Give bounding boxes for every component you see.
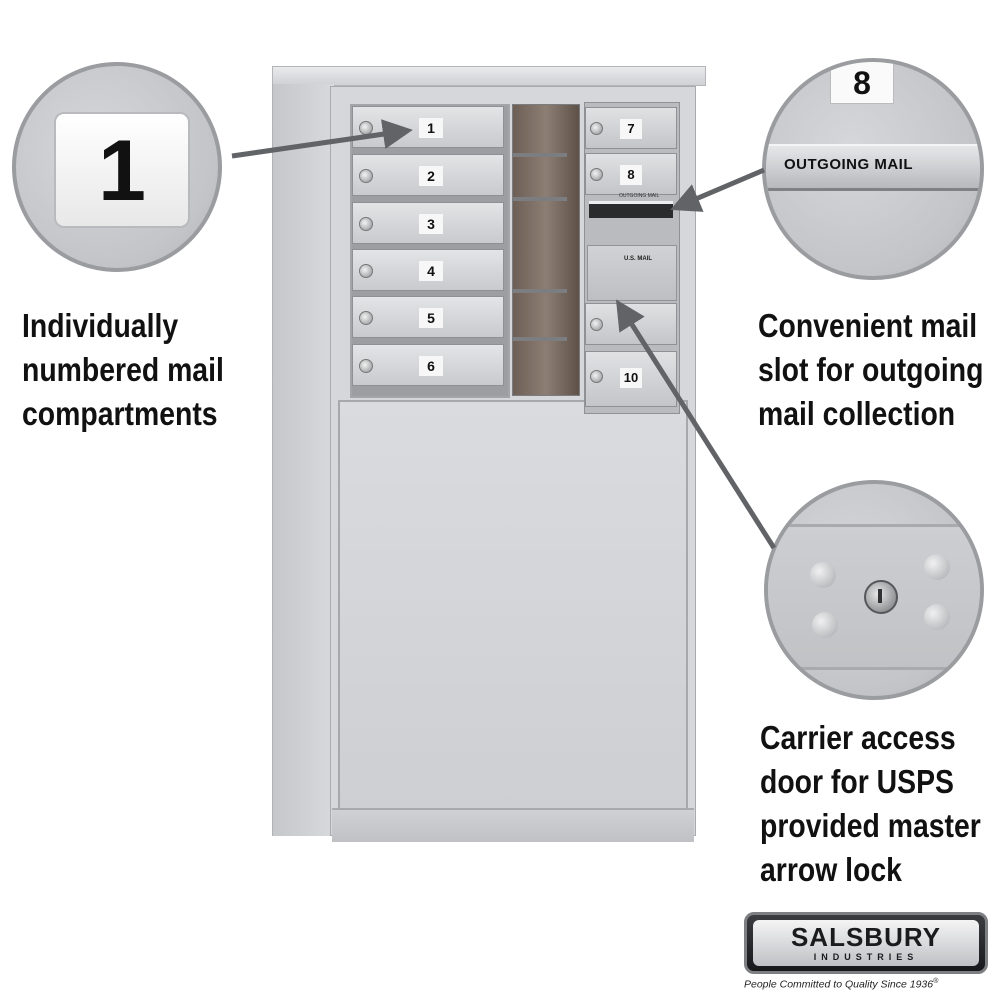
interior-shelf <box>513 337 567 341</box>
number-plate: 8 <box>830 62 894 104</box>
lock-icon[interactable] <box>359 169 373 183</box>
master-door[interactable]: 7 8 OUTGOING MAIL U.S. MAIL 10 <box>584 102 680 414</box>
slot-bar: OUTGOING MAIL <box>766 144 980 191</box>
compartments-left: 1 2 3 4 5 6 <box>350 104 510 398</box>
compartment-number: 6 <box>419 356 443 376</box>
interior-shelf <box>513 289 567 293</box>
lock-icon[interactable] <box>590 318 603 331</box>
compartment-number: 8 <box>620 165 642 185</box>
rivet-icon <box>812 612 838 638</box>
compartment-number: 5 <box>419 308 443 328</box>
salsbury-logo: SALSBURY INDUSTRIES <box>744 912 988 974</box>
compartment-number: 1 <box>419 118 443 138</box>
callout-carrier-door: Carrier access door for USPS provided ma… <box>760 719 981 888</box>
lock-icon[interactable] <box>590 122 603 135</box>
carrier-access-plate[interactable]: U.S. MAIL <box>587 245 677 301</box>
mail-compartment[interactable]: 10 <box>585 351 677 407</box>
interior-shelf <box>513 197 567 201</box>
mail-compartment[interactable]: 5 <box>352 296 504 338</box>
mail-compartment[interactable] <box>585 303 677 345</box>
lock-icon[interactable] <box>359 311 373 325</box>
mail-compartment[interactable]: 1 <box>352 106 504 148</box>
zoom-carrier-lock <box>764 480 984 700</box>
mail-compartment[interactable]: 2 <box>352 154 504 196</box>
compartment-number: 7 <box>620 119 642 139</box>
cabinet-top <box>272 66 706 86</box>
mail-compartment[interactable]: 7 <box>585 107 677 149</box>
rivet-icon <box>924 604 950 630</box>
brand-name: SALSBURY <box>790 922 942 952</box>
mail-compartment[interactable]: 4 <box>352 249 504 291</box>
registered-mark: ® <box>933 978 939 985</box>
number-plate: 1 <box>54 112 190 228</box>
compartment-number: 2 <box>419 166 443 186</box>
rivet-icon <box>924 554 950 580</box>
zoom-number: 8 <box>853 65 871 101</box>
zoom-compartment-number: 1 <box>12 62 222 272</box>
compartment-number: 10 <box>620 368 642 388</box>
zoom-outgoing-slot: 8 OUTGOING MAIL <box>762 58 984 280</box>
compartment-number: 4 <box>419 261 443 281</box>
zoom-number: 1 <box>98 123 146 219</box>
zoom-slot-label: OUTGOING MAIL <box>784 156 913 173</box>
lock-icon[interactable] <box>590 370 603 383</box>
mail-compartment[interactable]: 8 <box>585 153 677 195</box>
outgoing-mail-slot[interactable]: OUTGOING MAIL <box>589 193 673 218</box>
lock-icon[interactable] <box>359 359 373 373</box>
brand-sub: INDUSTRIES <box>813 952 919 962</box>
arrow-lock-icon <box>864 580 898 614</box>
lock-icon[interactable] <box>359 217 373 231</box>
brand-tagline: People Committed to Quality Since 1936 <box>744 978 934 991</box>
lock-icon[interactable] <box>359 264 373 278</box>
compartment-number: 3 <box>419 214 443 234</box>
open-interior <box>512 104 580 396</box>
cabinet-side <box>272 84 334 836</box>
callout-compartments: Individually numbered mail compartments <box>22 307 224 432</box>
lower-panel <box>338 400 688 810</box>
lock-icon[interactable] <box>359 121 373 135</box>
slot-label: OUTGOING MAIL <box>619 193 660 199</box>
usps-label: U.S. MAIL <box>624 256 652 262</box>
mail-compartment[interactable]: 3 <box>352 202 504 244</box>
cabinet-base <box>332 808 694 842</box>
mail-compartment[interactable]: 6 <box>352 344 504 386</box>
lock-icon[interactable] <box>590 168 603 181</box>
logo-inner: SALSBURY INDUSTRIES <box>753 920 979 966</box>
brand-tagline-row: People Committed to Quality Since 1936® <box>744 978 994 991</box>
callout-outgoing-slot: Convenient mail slot for outgoing mail c… <box>758 307 984 432</box>
interior-shelf <box>513 153 567 157</box>
rivet-icon <box>810 562 836 588</box>
